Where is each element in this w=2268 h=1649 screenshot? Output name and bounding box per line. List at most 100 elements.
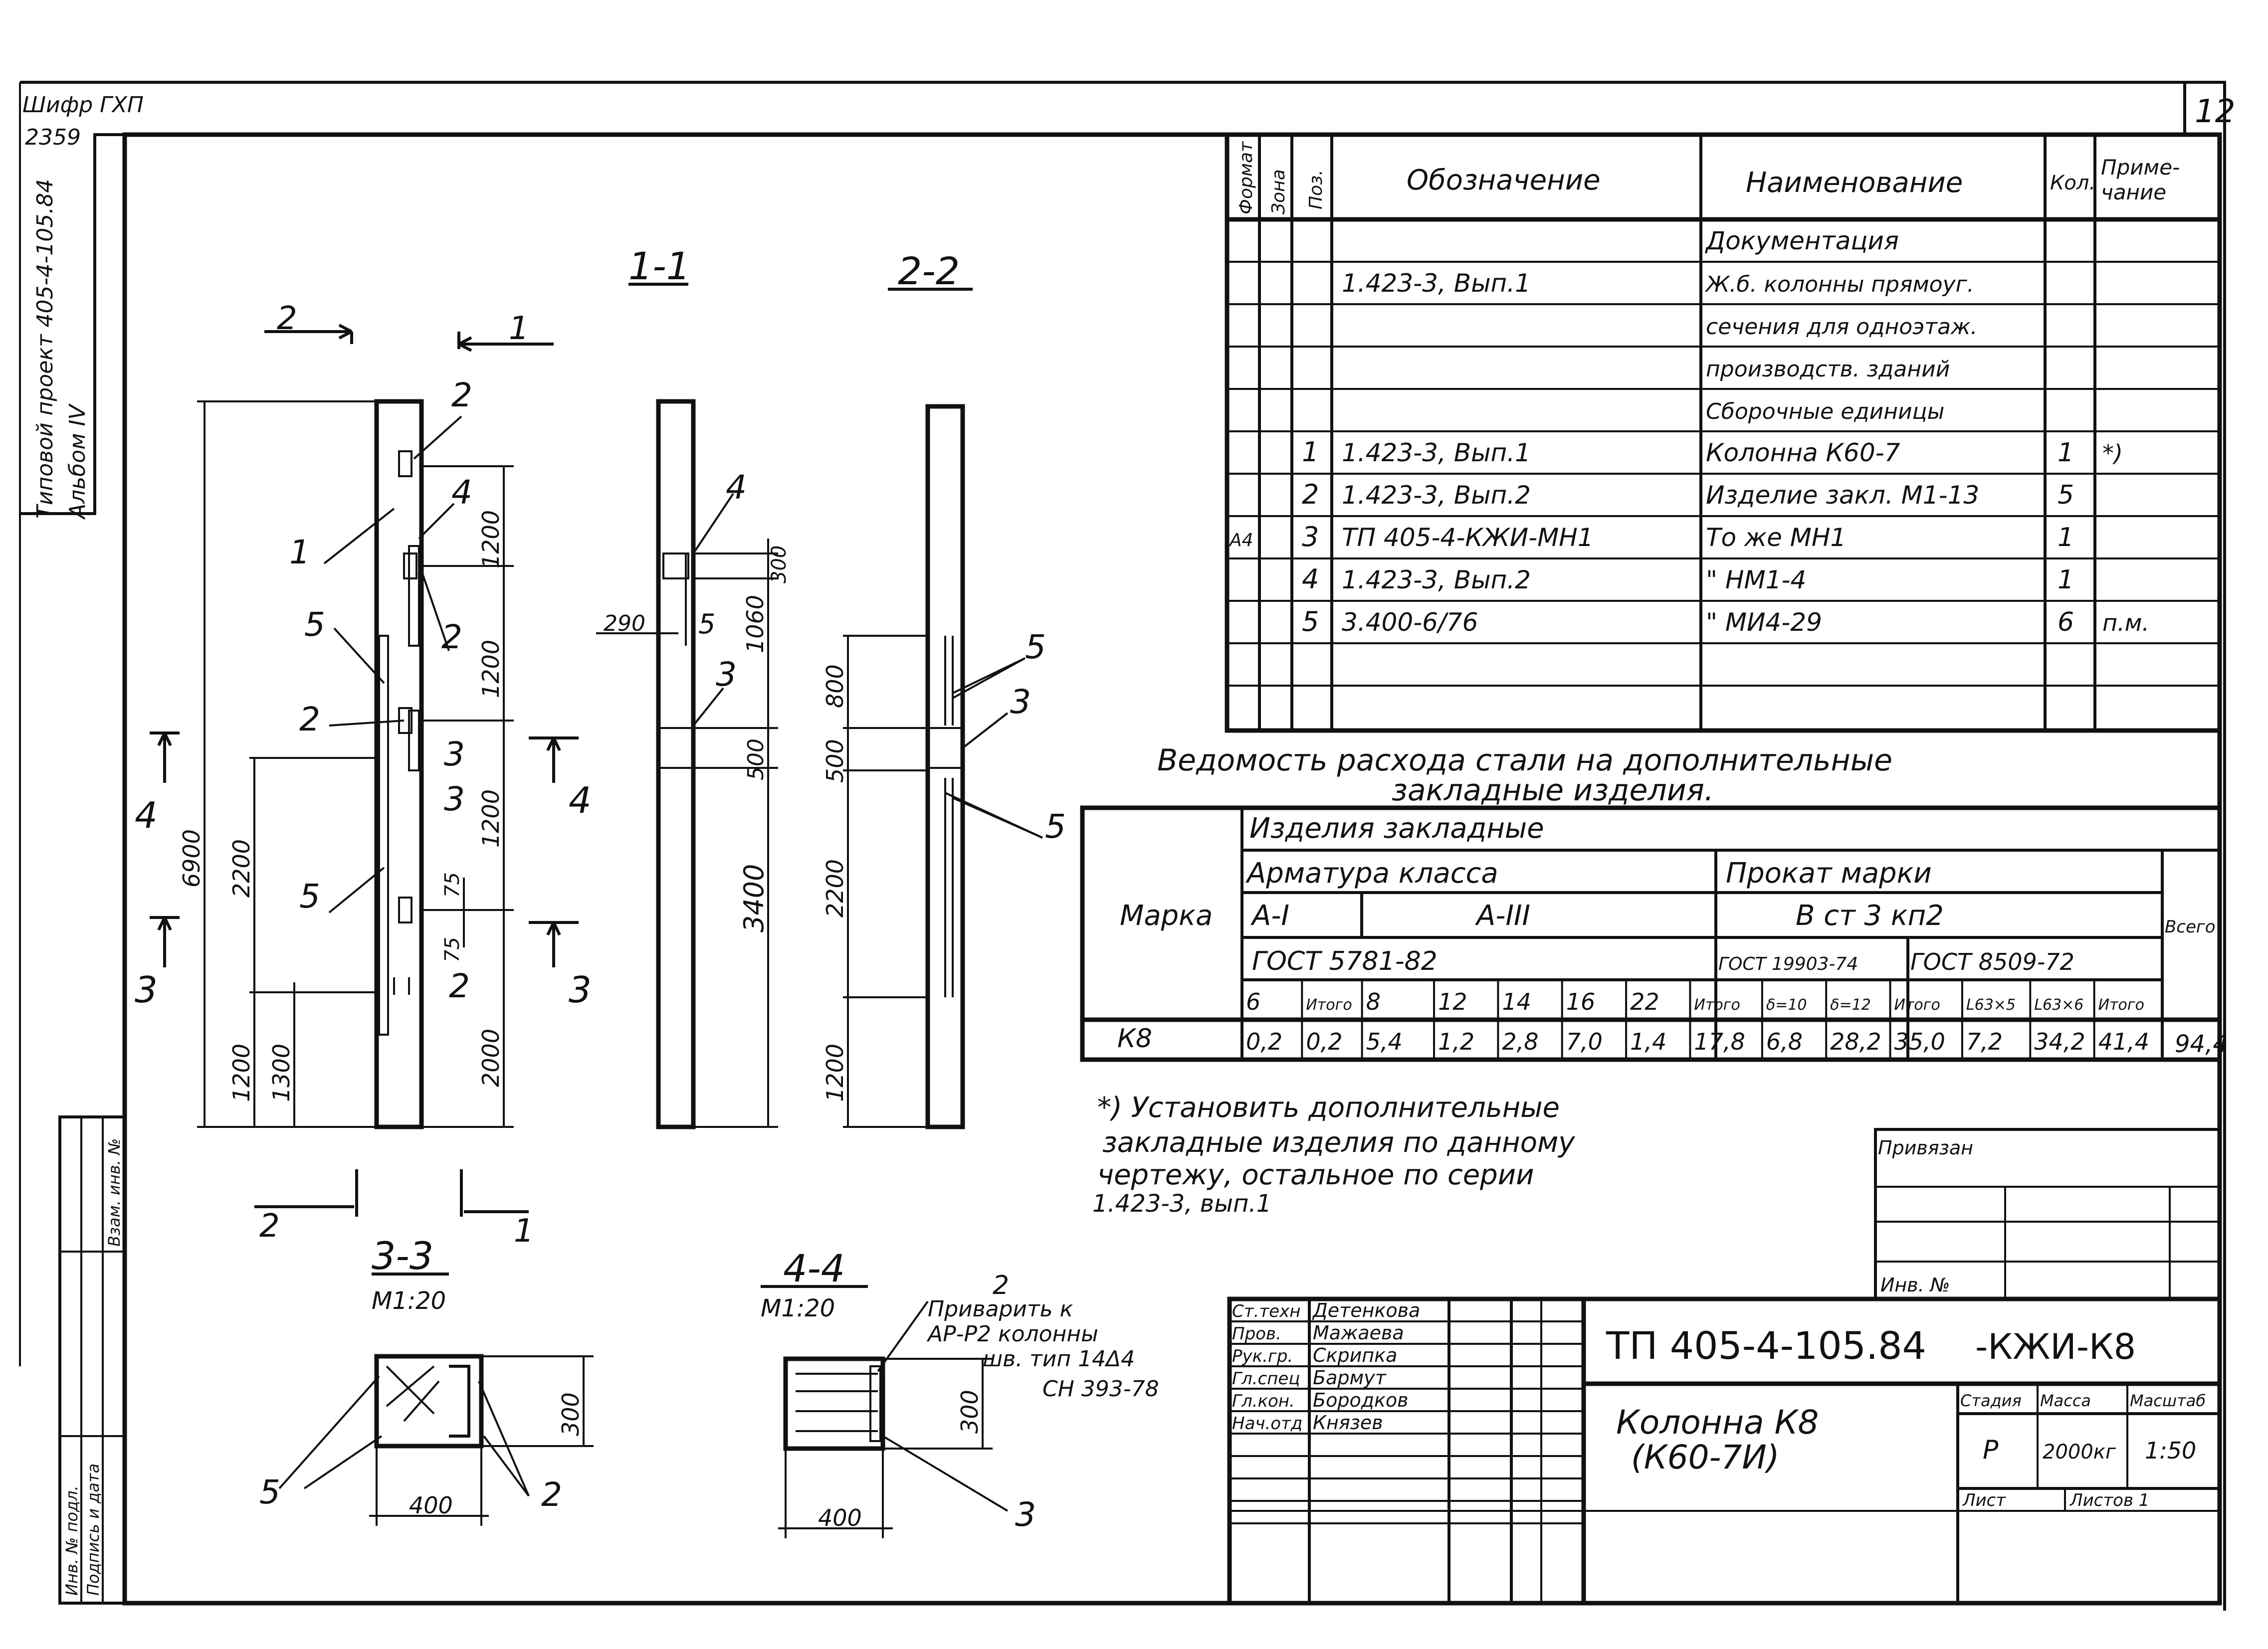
lbl-5a: 5: [304, 605, 325, 644]
tb-mass-h: Масса: [2040, 1391, 2091, 1410]
tb-role: Ст.техн: [1232, 1301, 1300, 1321]
spec-h-qty: Кол.: [2050, 172, 2095, 194]
spec-h-code: Обозначение: [1407, 164, 1601, 196]
steel-sub-h: δ=10: [1766, 996, 1807, 1014]
steel-h-a1: А-I: [1250, 900, 1289, 932]
dim-1200-22: 1200: [822, 1044, 848, 1102]
lbl-3a: 3: [444, 735, 465, 773]
dim-6900: 6900: [178, 829, 205, 888]
album-line2: Альбом IV: [65, 403, 90, 520]
steel-cell: 5,4: [1366, 1028, 1403, 1055]
tb-person: Мажаева: [1313, 1322, 1404, 1344]
note-block: *) Установить дополнительные закладные и…: [1092, 1092, 1575, 1218]
weld-4: СН 393-78: [1042, 1376, 1159, 1402]
tb-sheets-h: Листов 1: [2069, 1490, 2149, 1510]
steel-sub-h: Итого: [1306, 996, 1352, 1014]
dim-500-11: 500: [743, 738, 769, 780]
steel-h-a3: А-III: [1475, 900, 1530, 932]
dim-300-44: 300: [956, 1390, 983, 1434]
sec22-label: 2-2: [898, 249, 960, 293]
steel-sub-h: 14: [1502, 988, 1531, 1015]
steel-sub-h: Итого: [2098, 996, 2144, 1014]
dim-300-33: 300: [557, 1392, 584, 1436]
dim-3400: 3400: [738, 864, 770, 932]
steel-row-mark: К8: [1117, 1024, 1152, 1054]
tb-person: Бармут: [1313, 1367, 1387, 1389]
spec-h-zone: Зона: [1268, 169, 1289, 214]
spec-row-pos: 3: [1302, 521, 1319, 552]
spec-row-qty: 1: [2058, 565, 2074, 595]
dim-1200-main: 1200: [228, 1044, 255, 1102]
spec-h-format: Формат: [1236, 141, 1256, 214]
spec-row-code: 1.423-3, Вып.2: [1342, 481, 1531, 510]
steel-sub-h: 12: [1438, 988, 1467, 1015]
tb-scale: 1:50: [2145, 1437, 2196, 1464]
steel-sub-h: L63×6: [2034, 996, 2083, 1014]
steel-cell: 35,0: [1894, 1028, 1945, 1055]
spec-h-note2: чание: [2101, 180, 2166, 204]
steel-h-vsego: Всего: [2165, 917, 2216, 937]
margin-stamp: Инв. № подл. Подпись и дата Взам. инв. №: [58, 1115, 126, 1605]
note-line3: чертежу, остальное по серии: [1097, 1159, 1534, 1191]
tb-role: Пров.: [1232, 1324, 1281, 1344]
cut2-top: 2: [277, 300, 297, 337]
steel-sub-h: 6: [1246, 988, 1260, 1015]
margin-col1: Инв. № подл.: [62, 1485, 81, 1596]
spec-h-name: Наименование: [1746, 167, 1963, 199]
spec-row-code: 1.423-3, Вып.1: [1342, 438, 1531, 467]
spec-h-pos: Поз.: [1306, 170, 1326, 209]
steel-cell: 1,4: [1630, 1028, 1666, 1055]
steel-cell: 7,2: [1966, 1028, 2003, 1055]
lbl-4: 4: [451, 473, 472, 512]
spec-row-qty: 6: [2058, 607, 2074, 637]
tb-role: Нач.отд: [1232, 1414, 1302, 1434]
dim-2200-main: 2200: [228, 839, 255, 898]
steel-h-armatura: Арматура класса: [1245, 857, 1498, 890]
spec-row-fmt: А4: [1229, 530, 1253, 550]
cut3-left: 3: [135, 969, 158, 1011]
scale44: М1:20: [761, 1294, 835, 1322]
code-line2: 2359: [25, 125, 81, 150]
steel-sub-h: 8: [1366, 988, 1381, 1015]
cut3-right: 3: [569, 969, 592, 1011]
tb-suffix: -КЖИ-К8: [1975, 1326, 2136, 1367]
steel-h-gost3: ГОСТ 8509-72: [1910, 948, 2074, 975]
steel-cell: 34,2: [2034, 1028, 2085, 1055]
weld-3: шв. тип 14Δ4: [983, 1346, 1135, 1372]
spec-row-qty: 1: [2058, 438, 2074, 468]
steel-cell: 6,8: [1766, 1028, 1803, 1055]
lbl-5-11: 5: [698, 608, 715, 640]
steel-sub-h: Итого: [1894, 996, 1940, 1014]
cut2-bot: 2: [259, 1208, 280, 1245]
steel-table: Ведомость расхода стали на дополнительны…: [1080, 743, 2228, 1062]
lbl-3-11: 3: [716, 655, 737, 694]
spec-row-pos: 1: [1302, 436, 1319, 468]
drawings: [150, 283, 1043, 1538]
steel-title-2: закладные изделия.: [1392, 773, 1714, 808]
spec-row-name: Сборочные единицы: [1706, 399, 1944, 424]
sheet-number: 12: [2195, 93, 2235, 130]
dim-290: 290: [604, 611, 645, 636]
note-line2: закладные изделия по данному: [1102, 1126, 1575, 1159]
privyazan-label: Привязан: [1878, 1137, 1973, 1159]
dim-75a: 75: [441, 872, 464, 898]
steel-cell: 1,2: [1438, 1028, 1474, 1055]
steel-title-1: Ведомость расхода стали на дополнительны…: [1157, 743, 1892, 778]
margin-col2: Подпись и дата: [84, 1464, 103, 1596]
sec11-label: 1-1: [628, 244, 690, 288]
dim-1900-r3: 1200: [477, 789, 504, 848]
dim-1200-r1: 1200: [477, 510, 504, 568]
dim-300-11: 300: [768, 546, 791, 583]
steel-cell: 28,2: [1830, 1028, 1881, 1055]
spec-row-code: 3.400-6/76: [1342, 608, 1478, 637]
scale33: М1:20: [372, 1287, 446, 1315]
cut4-right: 4: [569, 779, 592, 821]
spec-row-name: Ж.б. колонны прямоуг.: [1704, 272, 1974, 297]
tb-role: Гл.спец: [1232, 1369, 1300, 1389]
lbl-5-33: 5: [259, 1473, 280, 1511]
steel-cell: 7,0: [1566, 1028, 1603, 1055]
spec-table: Формат Зона Поз. Обозначение Наименовани…: [1225, 132, 2222, 733]
spec-row-name: сечения для одноэтаж.: [1706, 314, 1978, 340]
tb-name1: Колонна К8: [1616, 1403, 1819, 1442]
